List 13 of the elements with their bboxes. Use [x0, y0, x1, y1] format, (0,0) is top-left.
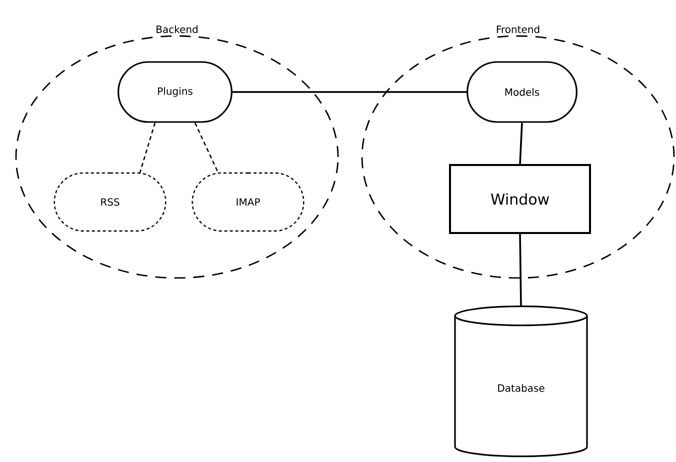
process-box: Models — [466, 61, 578, 123]
connector-line — [194, 122, 219, 173]
connector-line — [519, 122, 523, 164]
node-label: Backend — [156, 25, 198, 34]
node-label: Frontend — [496, 25, 540, 34]
database-cylinder: Database — [454, 306, 588, 458]
connector-line — [139, 122, 156, 173]
process-box: IMAP — [192, 172, 304, 232]
connector-line — [232, 91, 467, 93]
process-box: Plugins — [118, 61, 232, 123]
connector-line — [519, 234, 522, 306]
process-box: RSS — [54, 172, 166, 232]
window-box: Window — [449, 164, 591, 234]
